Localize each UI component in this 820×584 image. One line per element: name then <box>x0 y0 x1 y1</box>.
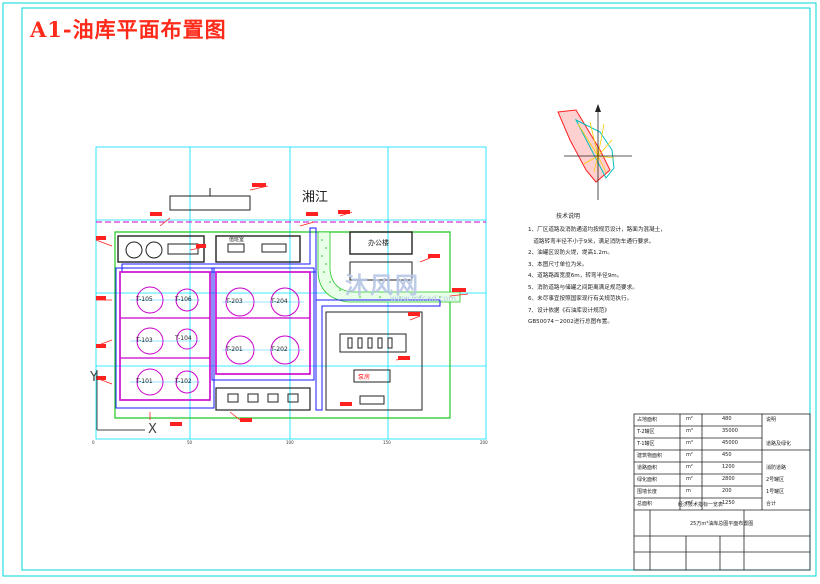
tank-label: T-106 <box>175 296 192 303</box>
tank-label: T-103 <box>136 337 153 344</box>
svg-text:50: 50 <box>187 440 193 445</box>
table-cell-unit: m² <box>686 500 693 506</box>
watermark-url: www.mfcad.com <box>390 294 457 303</box>
table-cell-unit: m² <box>686 464 693 470</box>
office-building <box>349 231 413 255</box>
table-cell-note: 消防道路 <box>766 465 787 471</box>
grid-ticks: 0 50 100 150 200 <box>92 440 488 445</box>
note-line: 3、本图尺寸单位为米。 <box>528 261 588 268</box>
tank-centerlines <box>130 299 304 383</box>
inner-frame <box>21 7 811 571</box>
table-cell-note: 1号罐区 <box>766 489 785 495</box>
note-line: 1、厂区道路及消防通道均按规范设计，路面为混凝土， <box>528 227 666 233</box>
table-footer: 经济技术指标一览表 <box>678 502 724 508</box>
outer-frame <box>2 2 817 577</box>
svg-text:150: 150 <box>383 440 391 445</box>
tank-label: T-201 <box>226 346 243 353</box>
table-cell-name: 围墙长度 <box>637 489 658 495</box>
road-upper <box>121 227 441 411</box>
tank-label: T-202 <box>271 346 288 353</box>
x-axis-label: X <box>148 422 157 437</box>
table-cell-value: 35000 <box>722 428 738 434</box>
note-line: 6、未尽事宜按照国家现行有关规范执行。 <box>528 296 633 302</box>
dock-block <box>169 195 251 211</box>
tank-dike-1 <box>119 271 211 401</box>
table-cell-value: 450 <box>722 452 732 458</box>
note-line: 2、油罐区设防火堤，堤高1.2m。 <box>528 250 614 256</box>
table-cell-note: 道路及绿化 <box>766 441 792 447</box>
table-cell-note: 2号罐区 <box>766 477 785 483</box>
table-cell-name: 总面积 <box>637 501 653 507</box>
road-tank-2 <box>211 267 315 381</box>
table-cell-unit: m³ <box>686 428 693 434</box>
wind-rose <box>557 104 632 200</box>
pump-house <box>117 235 205 263</box>
tank-label: T-204 <box>271 298 288 305</box>
green-dots <box>321 239 441 298</box>
table-cell-unit: m² <box>686 452 693 458</box>
table-cell-note: 合计 <box>766 501 777 507</box>
axis-indicator <box>96 370 145 431</box>
table-cell-name: T-1罐区 <box>637 441 655 447</box>
table-cell-note: 说明 <box>766 417 777 423</box>
notes-list: 1、厂区道路及消防通道均按规范设计，路面为混凝土， 道路转弯半径不小于9米，满足… <box>528 225 666 329</box>
small-building <box>353 369 391 383</box>
tank-label: T-104 <box>175 335 192 342</box>
svg-text:200: 200 <box>480 440 488 445</box>
drawing-title: A1-油库平面布置图 <box>30 17 227 42</box>
auxiliary-building <box>349 261 413 281</box>
table-cell-unit: m <box>686 488 691 494</box>
table-cell-unit: m² <box>686 476 693 482</box>
note-line: 5、消防道路与储罐之间距离满足规范要求。 <box>528 284 638 291</box>
oil-loading-block <box>215 235 301 263</box>
table-cell-name: 建筑物面积 <box>637 453 663 459</box>
river-label: 湘江 <box>302 190 329 205</box>
table-cell-name: 绿化面积 <box>637 477 658 483</box>
table-cell-value: 45000 <box>722 440 738 446</box>
tank-label: T-102 <box>175 378 192 385</box>
table-cell-unit: m² <box>686 416 693 422</box>
annotation-tags <box>96 183 466 426</box>
table-cell-value: 1250 <box>722 500 735 506</box>
road-tank-1 <box>115 267 215 409</box>
pump-label: 泵房 <box>358 374 371 381</box>
fire-station-area <box>325 311 423 411</box>
note-line: 道路转弯半径不小于9米，满足消防车通行要求。 <box>528 238 655 245</box>
table-cell-value: 480 <box>722 416 732 422</box>
tank-label: T-203 <box>226 298 243 305</box>
table-cell-unit: m³ <box>686 440 693 446</box>
table-cell-value: 1200 <box>722 464 735 470</box>
svg-text:0: 0 <box>92 440 95 445</box>
y-axis-label: Y <box>90 370 98 385</box>
table-cell-name: T-2罐区 <box>637 429 655 435</box>
note-line: GB50074－2002进行总图布置。 <box>528 319 613 325</box>
site-boundary <box>114 231 451 419</box>
note-line: 7、设计依据《石油库设计规范》 <box>528 307 610 314</box>
table-cell-value: 200 <box>722 488 732 494</box>
note-line: 4、道路路面宽度6m，转弯半径9m。 <box>528 273 623 279</box>
tank-label: T-105 <box>136 296 153 303</box>
duty-room-label: 值班室 <box>229 237 245 243</box>
bottom-sheds <box>215 387 311 411</box>
notes-title: 技术说明 <box>556 213 581 220</box>
svg-text:100: 100 <box>286 440 294 445</box>
tank-dike-2 <box>215 271 311 375</box>
watermark: 沐风网 <box>345 273 420 299</box>
project-name: 25万m³油库总图平面布置图 <box>690 521 754 527</box>
table-cell-value: 2800 <box>722 476 735 482</box>
tank-label: T-101 <box>136 378 153 385</box>
building-label: 办公楼 <box>368 239 389 247</box>
table-cell-name: 道路面积 <box>637 465 658 471</box>
title-block <box>633 413 811 571</box>
table-cell-name: 占地面积 <box>637 417 658 423</box>
